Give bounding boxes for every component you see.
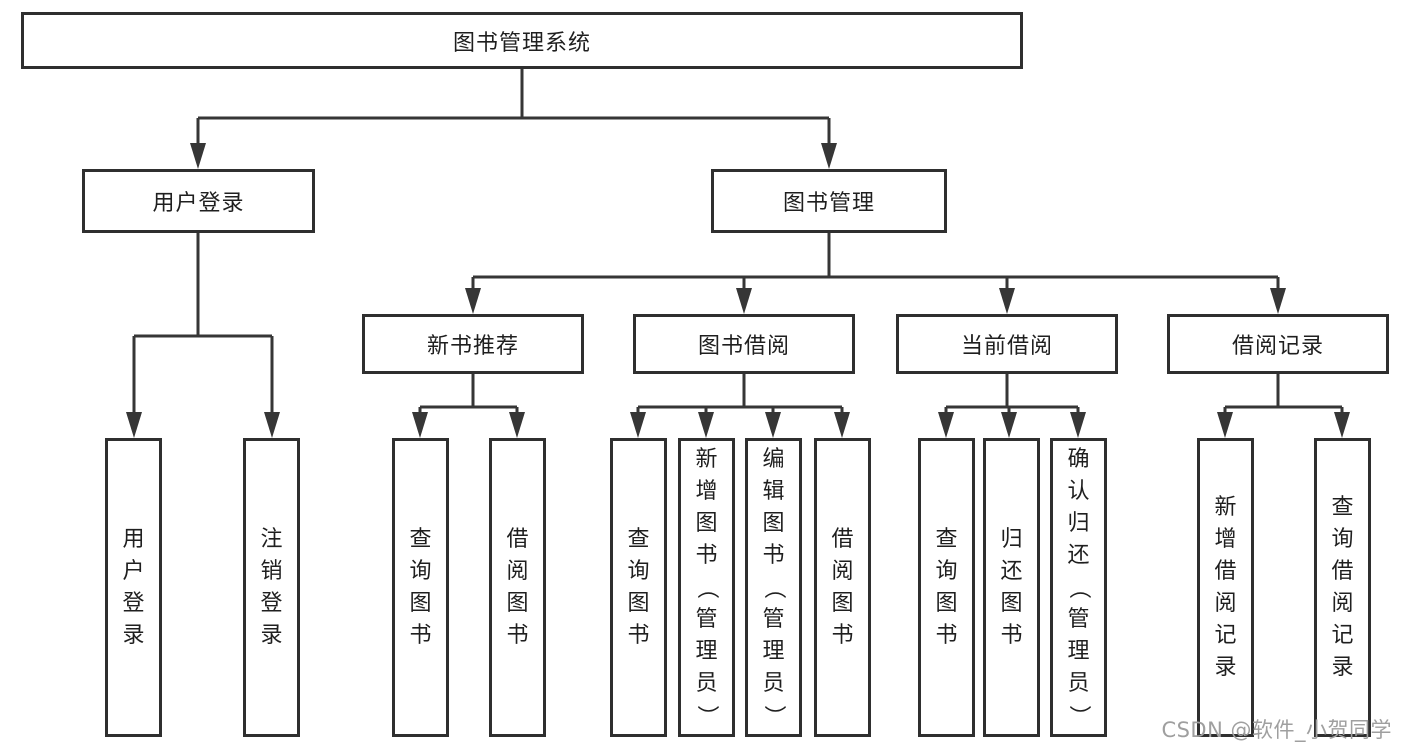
node-label: 新增借阅记录 [1214, 494, 1237, 680]
node-current-borrowing: 当前借阅 [896, 314, 1118, 374]
leaf-return-books: 归还图书 [983, 438, 1040, 737]
node-label: 编辑图书（管理员） [761, 446, 787, 727]
leaf-edit-books-admin: 编辑图书（管理员） [745, 438, 802, 737]
node-label: 查询图书 [409, 526, 432, 648]
node-book-borrowing: 图书借阅 [633, 314, 855, 374]
leaf-add-borrow-record: 新增借阅记录 [1197, 438, 1254, 737]
node-label: 用户登录 [152, 191, 245, 216]
node-label: 图书管理 [782, 191, 875, 216]
node-label: 借阅图书 [506, 526, 529, 648]
leaf-user-login: 用户登录 [105, 438, 162, 737]
leaf-borrow-books-2: 借阅图书 [814, 438, 871, 737]
leaf-confirm-return-admin: 确认归还（管理员） [1050, 438, 1107, 737]
leaf-query-books-2: 查询图书 [610, 438, 667, 737]
node-label: 新书推荐 [426, 334, 519, 359]
node-label: 图书借阅 [697, 334, 790, 359]
leaf-query-borrow-record: 查询借阅记录 [1314, 438, 1371, 737]
csdn-watermark: CSDN @软件_小贺同学 [1161, 718, 1392, 742]
node-library-management-system: 图书管理系统 [21, 12, 1023, 69]
node-label: 新增图书（管理员） [694, 446, 720, 727]
leaf-query-books: 查询图书 [392, 438, 449, 737]
node-label: 查询借阅记录 [1331, 494, 1354, 680]
node-label: 查询图书 [935, 526, 958, 648]
node-book-management: 图书管理 [711, 169, 947, 233]
node-label: 借阅图书 [831, 526, 854, 648]
node-borrowing-records: 借阅记录 [1167, 314, 1389, 374]
leaf-borrow-books: 借阅图书 [489, 438, 546, 737]
node-label: 查询图书 [627, 526, 650, 648]
node-label: 注销登录 [260, 526, 283, 648]
node-label: 用户登录 [122, 526, 145, 648]
leaf-query-books-3: 查询图书 [918, 438, 975, 737]
node-label: 当前借阅 [960, 334, 1053, 359]
node-label: 借阅记录 [1231, 334, 1324, 359]
leaf-logout: 注销登录 [243, 438, 300, 737]
node-label: 图书管理系统 [452, 30, 591, 56]
node-user-login: 用户登录 [82, 169, 315, 233]
node-label: 确认归还（管理员） [1066, 446, 1092, 727]
node-label: 归还图书 [1000, 526, 1023, 648]
node-new-book-recommendation: 新书推荐 [362, 314, 584, 374]
leaf-add-books-admin: 新增图书（管理员） [678, 438, 735, 737]
